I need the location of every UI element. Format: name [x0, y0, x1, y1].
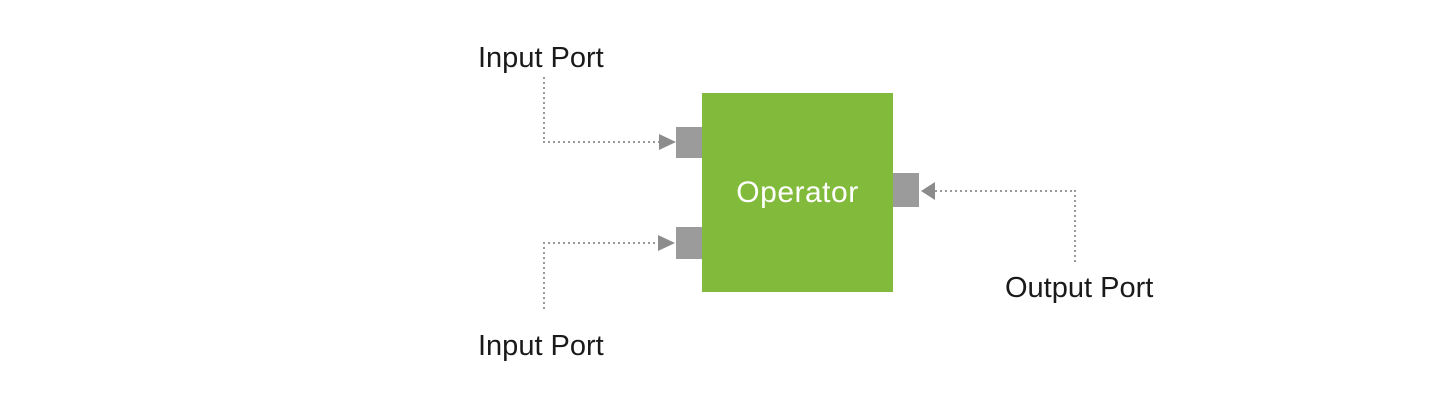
connector-input-top-horizontal	[543, 141, 659, 143]
operator-label: Operator	[736, 175, 859, 209]
connector-input-bottom-horizontal	[543, 242, 659, 244]
arrow-right-icon	[658, 235, 675, 251]
connector-input-top-vertical	[543, 77, 545, 142]
output-port-label: Output Port	[1005, 272, 1154, 304]
connector-output-horizontal	[935, 190, 1075, 192]
arrow-left-icon	[921, 182, 935, 200]
input-port-top-label: Input Port	[478, 42, 604, 74]
connector-output-vertical	[1074, 190, 1076, 262]
arrow-right-icon	[659, 134, 676, 150]
output-port	[893, 173, 919, 207]
input-port-top	[676, 127, 702, 158]
operator-node: Operator	[702, 93, 893, 292]
input-port-bottom-label: Input Port	[478, 330, 604, 362]
input-port-bottom	[676, 227, 702, 259]
connector-input-bottom-vertical	[543, 242, 545, 310]
